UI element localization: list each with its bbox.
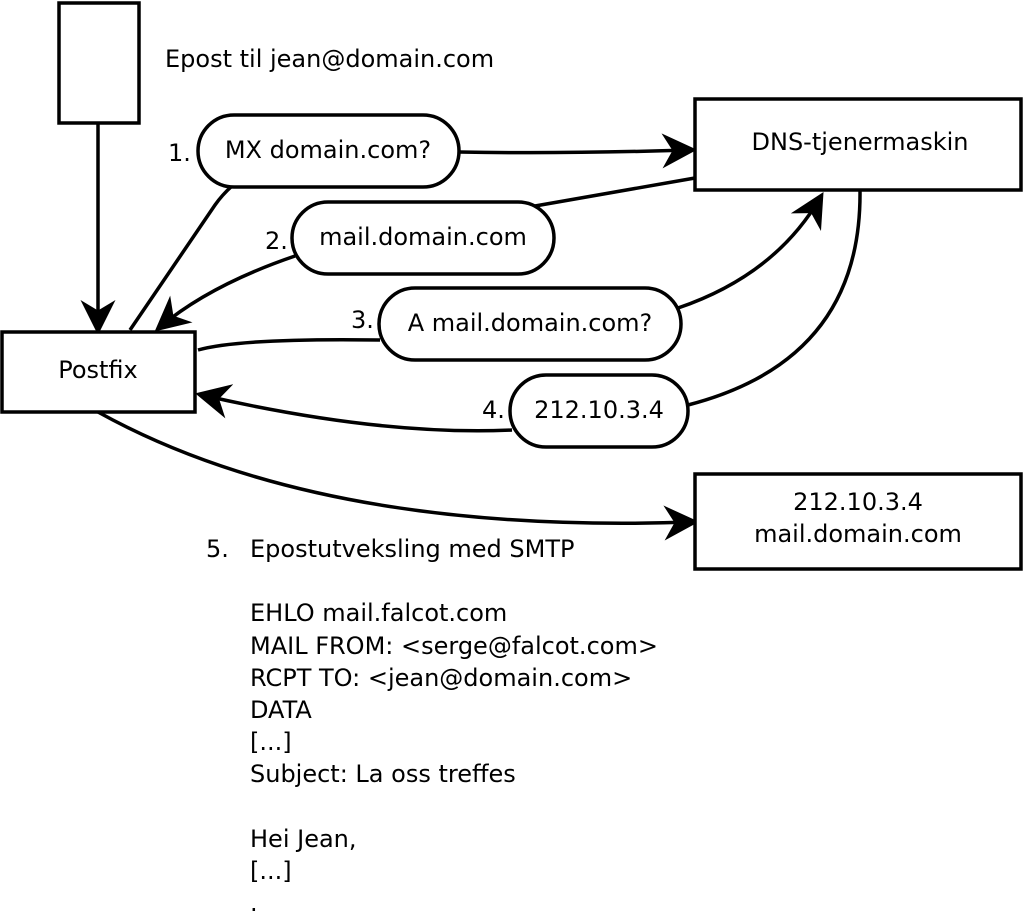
sender-box <box>57 1 141 125</box>
smtp-line: [...] <box>250 728 292 756</box>
postfix-box <box>0 330 197 414</box>
step-3-number: 3. <box>351 306 374 334</box>
step-5-number: 5. <box>206 535 229 563</box>
aquery-to-dns-arrow <box>677 191 824 310</box>
dns-to-ipreply-line <box>687 189 862 407</box>
mailserver-box <box>693 472 1023 571</box>
smtp-line: EHLO mail.falcot.com <box>250 599 507 627</box>
dns-label: DNS-tjenermaskin <box>752 128 969 156</box>
smtp-line: [...] <box>250 857 292 885</box>
smtp-line: DATA <box>250 696 312 724</box>
step-2-number: 2. <box>265 227 288 255</box>
ipreply-to-postfix-arrow <box>195 384 513 433</box>
postfix-to-aquery-line <box>197 337 381 352</box>
header-text: Epost til jean@domain.com <box>165 45 494 73</box>
step-1-number: 1. <box>168 139 191 167</box>
smtp-line: Hei Jean, <box>250 825 357 853</box>
smtp-line: MAIL FROM: <serge@falcot.com> <box>250 632 658 660</box>
step-2-pill <box>290 200 556 276</box>
smtp-line: Subject: La oss treffes <box>250 760 516 788</box>
step-3-label: A mail.domain.com? <box>408 309 653 337</box>
postfix-label: Postfix <box>58 356 138 384</box>
smtp-line: . <box>250 889 258 917</box>
step-4-pill <box>508 373 690 449</box>
mx-to-dns-arrow <box>458 133 697 169</box>
mailserver-ip-label: 212.10.3.4 <box>793 488 923 516</box>
step-2-label: mail.domain.com <box>319 223 527 251</box>
mailreply-to-postfix-arrow <box>154 254 296 332</box>
smtp-line: RCPT TO: <jean@domain.com> <box>250 664 632 692</box>
dns-box <box>693 97 1023 192</box>
smtp-title: Epostutveksling med SMTP <box>250 535 574 563</box>
dns-to-mailreply-line <box>534 176 696 208</box>
step-1-label: MX domain.com? <box>225 136 431 164</box>
step-4-number: 4. <box>482 396 505 424</box>
postfix-to-mx-line <box>128 184 234 331</box>
mailserver-host-label: mail.domain.com <box>754 520 962 548</box>
postfix-to-mailserver-arrow <box>97 410 699 541</box>
step-4-label: 212.10.3.4 <box>534 396 664 424</box>
step-3-pill <box>377 286 683 362</box>
step-1-pill <box>196 113 461 189</box>
